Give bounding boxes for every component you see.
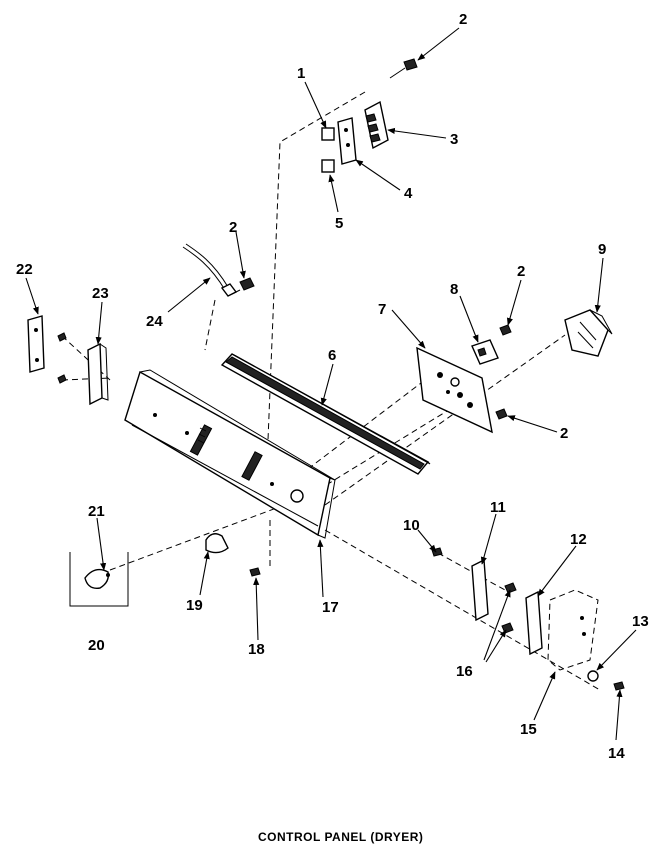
callout-18: 18 <box>248 641 265 658</box>
callout-3: 3 <box>450 131 458 148</box>
part-9-timer <box>564 309 613 357</box>
assembly-dashed-lines <box>61 91 601 691</box>
callout-leaders <box>25 27 637 741</box>
callout-14: 14 <box>608 745 625 762</box>
callout-21: 21 <box>88 503 105 520</box>
callout-9: 9 <box>598 241 606 258</box>
part-14-screw <box>613 681 625 691</box>
callout-23: 23 <box>92 285 109 302</box>
part-4-switch-bracket <box>337 117 357 165</box>
callout-13: 13 <box>632 613 649 630</box>
callout-8: 8 <box>450 281 458 298</box>
part-22-left-end-cap <box>27 315 45 373</box>
part-19-clip <box>205 533 229 554</box>
callout-11: 11 <box>490 499 506 516</box>
part-7-mounting-plate <box>416 346 493 434</box>
callout-2-top: 2 <box>459 11 467 28</box>
callout-5: 5 <box>335 215 343 232</box>
part-6-trim-strip <box>220 353 431 475</box>
callout-2-right: 2 <box>560 425 568 442</box>
part-13-nut <box>587 670 599 682</box>
part-24-wire <box>182 243 238 297</box>
callout-10: 10 <box>403 517 420 534</box>
callout-17: 17 <box>322 599 339 616</box>
part-11-right-bracket <box>471 558 489 622</box>
callout-7: 7 <box>378 301 386 318</box>
callout-16: 16 <box>456 663 473 680</box>
part-17-control-panel <box>124 369 336 539</box>
callout-4: 4 <box>404 185 413 202</box>
part-8-switch <box>471 339 499 365</box>
callout-12: 12 <box>570 531 587 548</box>
callout-labels: 2 1 3 4 5 2 24 22 23 6 7 8 2 9 2 21 20 1… <box>16 11 649 762</box>
part-3-terminal-block <box>364 100 389 150</box>
callout-19: 19 <box>186 597 203 614</box>
part-18-screw <box>249 567 261 577</box>
part-12-end-bracket <box>525 590 543 656</box>
part-20-knob-assembly <box>69 552 129 607</box>
callout-24: 24 <box>146 313 163 330</box>
part-15-end-cap <box>547 589 599 671</box>
screw-2-top <box>389 58 418 79</box>
part-5-button <box>321 159 335 173</box>
callout-15: 15 <box>520 721 537 738</box>
callout-22: 22 <box>16 261 33 278</box>
callout-1: 1 <box>297 65 305 82</box>
callout-6: 6 <box>328 347 336 364</box>
part-23-left-bracket <box>57 332 109 406</box>
part-1-button <box>321 127 335 141</box>
diagram-caption: CONTROL PANEL (DRYER) <box>258 830 423 844</box>
screw-2-right <box>495 324 512 420</box>
callout-20: 20 <box>88 637 105 654</box>
callout-2-left: 2 <box>229 219 237 236</box>
callout-2-mid: 2 <box>517 263 525 280</box>
part-16-screws <box>501 582 517 634</box>
screw-2-panel <box>231 277 255 295</box>
